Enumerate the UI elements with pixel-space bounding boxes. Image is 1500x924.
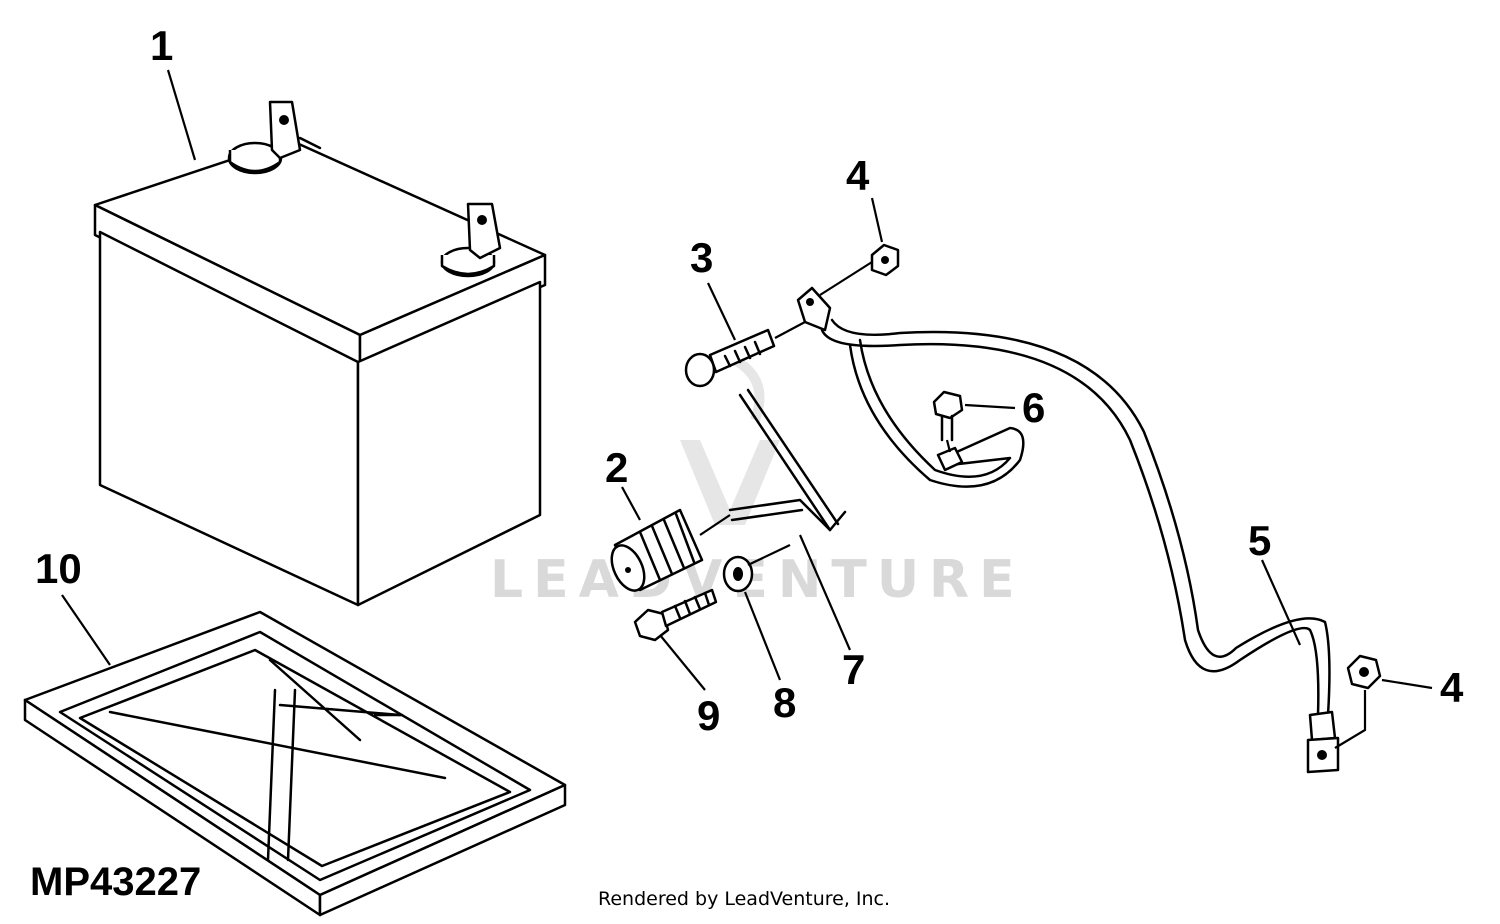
callout-hold-down-rod: 7 [842,646,865,693]
hex-nut-bottom [1334,654,1433,749]
callout-battery-tray: 10 [35,545,82,592]
callout-bolt: 3 [690,234,713,281]
washer [722,544,791,593]
callout-labels: 1 2 3 4 4 5 6 7 8 9 10 [35,22,1464,739]
hex-nut-top [819,197,900,296]
callout-cap-screw: 6 [1022,384,1045,431]
callout-terminal-cover: 2 [605,444,628,491]
credit-text: Rendered by LeadVenture, Inc. [598,888,890,910]
callout-ground-cable: 5 [1248,517,1271,564]
hold-down-rod [699,388,847,536]
terminal-cover [610,508,704,592]
ground-cable [796,286,1340,774]
callout-nut-bottom: 4 [1440,664,1464,711]
watermark-text: LEADVENTURE [490,550,1025,610]
battery-tray [23,610,567,917]
callout-nut-top: 4 [846,152,870,199]
figure-id: MP43227 [30,860,201,904]
carriage-bolt [684,321,806,388]
callout-washer: 8 [773,679,796,726]
battery [93,100,547,607]
leader-lines [61,69,852,691]
callout-screw: 9 [697,692,720,739]
callout-battery: 1 [150,22,173,69]
cap-screw [932,390,1016,453]
screw [633,588,718,642]
